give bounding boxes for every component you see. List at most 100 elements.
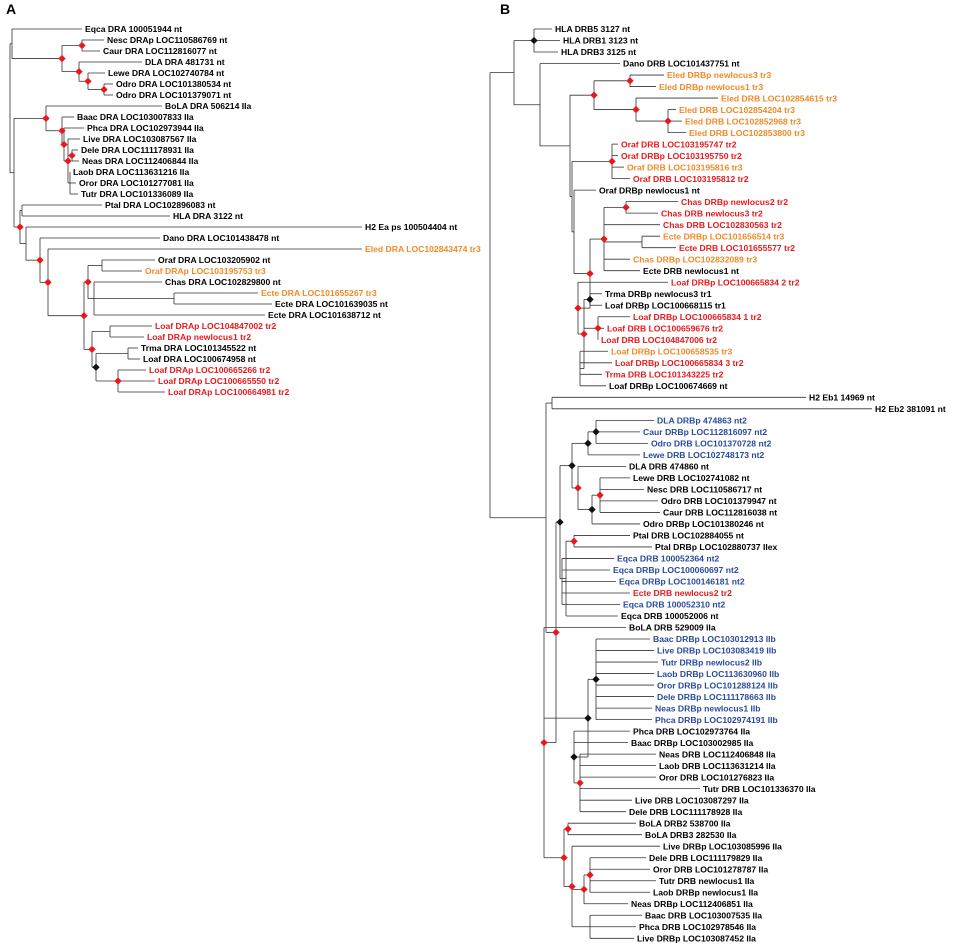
leaf-label: Oror DRA LOC101277081 IIa [79,178,194,188]
leaf-label: Loaf DRAp LOC104847002 tr2 [155,321,277,331]
leaf-label: Ecte DRB newlocus2 tr2 [633,588,732,598]
leaf-label: Odro DRB LOC101379947 nt [661,496,777,506]
support-node-marker [586,295,594,304]
leaf-label: Nesc DRB LOC110586717 nt [647,485,762,495]
support-node-marker [632,105,640,114]
leaf-label: Ptal DRBp LOC102880737 IIex [655,542,778,552]
leaf-label: Tutr DRBp newlocus2 IIb [661,657,762,667]
leaf-label: Oror DRB LOC101276823 IIa [659,772,774,782]
leaf-label: Dano DRA LOC101438478 nt [163,233,279,243]
leaf-label: HLA DRB1 3123 nt [563,36,638,46]
leaf-label: Odro DRA LOC101380534 nt [116,79,231,89]
support-node-marker [540,738,548,747]
leaf-label: Eled DRA LOC102843474 tr3 [365,244,481,254]
leaf-label: BoLA DRB3 282530 IIa [645,830,737,840]
leaf-label: Phca DRB LOC102978546 IIa [639,922,756,932]
leaf-label: Oror DRBp LOC101288124 IIb [657,680,778,690]
leaf-label: Trma DRBp newlocus3 tr1 [605,289,712,299]
support-node-marker [84,278,92,286]
support-node-marker [42,114,50,123]
support-node-marker [664,117,672,125]
leaf-label: Caur DRB LOC112816038 nt [663,508,777,518]
leaf-label: BoLA DRB2 538700 IIa [639,818,731,828]
leaf-label: Eqca DRB 100052310 nt2 [623,600,725,610]
support-node-marker [60,140,68,149]
leaf-label: Live DRA LOC103087567 IIa [83,134,197,144]
support-node-marker [64,157,72,165]
leaf-label: Ecte DRA LOC101639035 nt [275,299,388,309]
support-node-marker [574,304,582,312]
support-node-marker [114,377,122,385]
leaf-label: Dele DRB LOC111178928 IIa [629,807,742,817]
leaf-label: Neas DRBp LOC112406851 IIa [631,899,753,909]
support-node-marker [552,628,560,637]
leaf-label: Baac DRA LOC103007833 IIa [77,112,194,122]
leaf-label: Ecte DRA LOC101655267 tr3 [261,288,377,298]
leaf-label: DLA DRB 474860 nt [629,462,709,472]
leaf-label: Odro DRA LOC101379071 nt [116,90,231,100]
leaf-label: Loaf DRAp LOC100665266 tr2 [149,365,271,375]
leaf-label: Trma DRA LOC101345522 nt [141,343,256,353]
leaf-label: Ecte DRB newlocus1 nt [643,266,739,276]
leaf-label: Ptal DRA LOC102896083 nt [105,200,216,210]
support-node-marker [58,54,66,63]
leaf-label: H2 Eb1 14969 nt [809,393,875,403]
leaf-label: Loaf DRAp LOC100665550 tr2 [158,376,280,386]
leaf-label: Loaf DRA LOC100674958 nt [143,354,256,364]
support-node-marker [596,491,604,499]
leaf-label: Eqca DRBp LOC100060697 nt2 [613,565,739,575]
leaf-label: Odro DRBp LOC101380246 nt [643,519,764,529]
leaf-label: Loaf DRBp LOC100665834 1 tr2 [633,312,762,322]
leaf-label: Chas DRBp LOC102832089 tr3 [633,254,757,264]
leaf-label: Baac DRBp LOC103012913 IIb [653,634,776,644]
support-node-marker [580,330,588,338]
support-node-marker [530,36,538,45]
leaf-label: Dele DRBp LOC111178663 IIb [657,692,776,702]
leaf-label: Caur DRBp LOC112816097 nt2 [643,427,767,437]
leaf-label: HLA DRB5 3127 nt [555,24,630,34]
leaf-label: Phca DRA LOC102973944 IIa [87,123,204,133]
leaf-label: Eled DRB LOC102852968 tr3 [685,116,801,126]
support-node-marker [92,363,100,371]
leaf-label: Ecte DRBp LOC101656514 tr3 [663,231,785,241]
leaf-label: Lewe DRA LOC102740784 nt [108,68,224,78]
leaf-label: Eqca DRA 100051944 nt [85,24,182,34]
support-node-marker [584,714,592,722]
leaf-label: Baac DRBp LOC103002985 IIa [631,738,754,748]
leaf-label: Caur DRA LOC112816077 nt [103,46,217,56]
support-node-marker [588,505,596,514]
leaf-label: Tutr DRB LOC101336370 IIa [703,784,816,794]
leaf-label: Odro DRB LOC101370728 nt2 [651,439,772,449]
support-node-marker [75,67,83,76]
leaf-label: Chas DRB newlocus3 tr2 [661,208,763,218]
support-node-marker [580,885,588,894]
leaf-label: BoLA DRA 506214 IIa [165,101,252,111]
support-node-marker [592,428,600,436]
leaf-label: Dano DRB LOC101437751 nt [623,59,740,69]
leaf-label: Laob DRBp LOC113630960 IIb [657,669,779,679]
support-node-marker [44,278,52,287]
leaf-label: Phca DRBp LOC102974191 IIb [655,715,778,725]
leaf-label: Ptal DRB LOC102884055 nt [633,531,744,541]
leaf-label: Loaf DRAp LOC100664981 tr2 [168,387,290,397]
leaf-label: Chas DRBp newlocus2 tr2 [681,197,788,207]
leaf-label: Eled DRBp newlocus3 tr3 [667,70,771,80]
support-node-marker [592,675,600,683]
leaf-label: H2 Eb2 381091 nt [875,404,946,414]
leaf-label: DLA DRA 481731 nt [145,57,225,67]
leaf-label: Eled DRB LOC102853800 tr3 [689,128,805,138]
leaf-label: Loaf DRBp LOC100674669 nt [609,381,728,391]
support-node-marker [78,41,86,50]
leaf-label: Loaf DRB LOC104847006 tr2 [601,335,717,345]
leaf-label: Loaf DRBp LOC100658535 tr3 [611,346,733,356]
leaf-label: Loaf DRBp LOC100668115 tr1 [605,300,726,310]
leaf-label: Loaf DRB LOC100659676 tr2 [607,323,723,333]
leaf-label: Laob DRB LOC113631214 IIa [659,761,776,771]
support-node-marker [568,882,576,891]
leaf-label: Oraf DRBp newlocus1 nt [599,185,700,195]
leaf-label: DLA DRBp 474863 nt2 [657,416,747,426]
leaf-label: Chas DRA LOC102829800 nt [165,277,281,287]
support-node-marker [556,518,564,526]
